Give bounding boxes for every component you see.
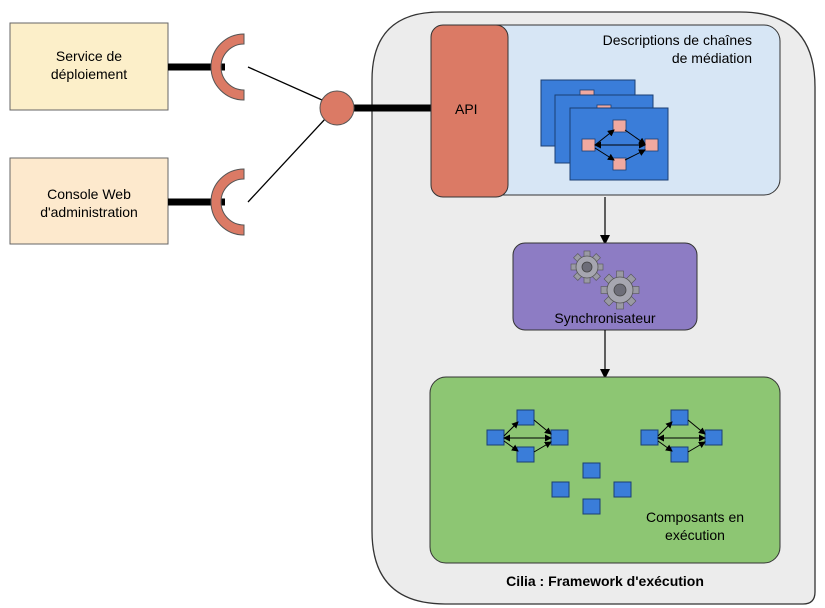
web-console-box [9,157,169,245]
chain-node-top [612,119,627,133]
deployment-binding-line [247,66,323,101]
component-node [582,462,601,479]
component-node [670,446,689,463]
component-node [670,409,689,426]
deployment-socket-icon [210,33,245,101]
chain-edge [594,147,615,161]
web-console-line1: Console Web [47,186,131,202]
component-node [582,498,601,515]
component-edge [687,441,706,453]
console-binding-line [247,117,327,203]
gear-large-icon [600,270,640,310]
api-label: API [455,101,478,117]
web-console-label: Console Web d'administration [10,185,168,221]
component-edge [533,419,552,435]
descriptions-title-line2: de médiation [671,50,752,66]
framework-title: Cilia : Framework d'exécution [506,573,704,589]
gear-small-icon [570,250,604,284]
chain-edge [624,149,646,161]
chain-node-right [644,138,659,152]
component-edge [657,421,673,437]
component-node [486,429,505,446]
running-chain-right-icon [640,409,723,463]
mediation-chain-stack-icon [540,79,669,181]
component-node [516,409,535,426]
deployment-service-line1: Service de [55,48,123,64]
component-edge [657,440,673,452]
console-socket-icon [210,168,245,236]
component-edge [503,421,519,437]
descriptions-title: Descriptions de chaînes de médiation [520,31,752,67]
components-title-line1: Composants en [645,509,745,525]
chain-node-left [581,138,596,152]
component-node [613,481,632,498]
gears-icon [570,250,640,310]
component-edge [503,440,519,452]
component-node [516,446,535,463]
component-edge [533,441,552,453]
component-node [704,429,723,446]
deployment-service-box [9,22,169,111]
web-console-line2: d'administration [40,204,138,220]
api-block [430,24,509,198]
component-edge [687,419,706,435]
synchronizer-label: Synchronisateur [554,310,656,326]
component-node [551,481,570,498]
descriptions-title-line1: Descriptions de chaînes [602,32,752,48]
chain-node-bottom [612,157,627,171]
running-chain-left-icon [486,409,569,463]
idle-components-icon [551,462,632,515]
component-node [550,429,569,446]
provided-interface-icon [319,90,355,126]
deployment-service-label: Service de déploiement [10,47,168,83]
deployment-service-line2: déploiement [50,66,128,82]
components-title-line2: exécution [665,527,725,543]
component-node [640,429,659,446]
components-title: Composants en exécution [620,508,770,544]
